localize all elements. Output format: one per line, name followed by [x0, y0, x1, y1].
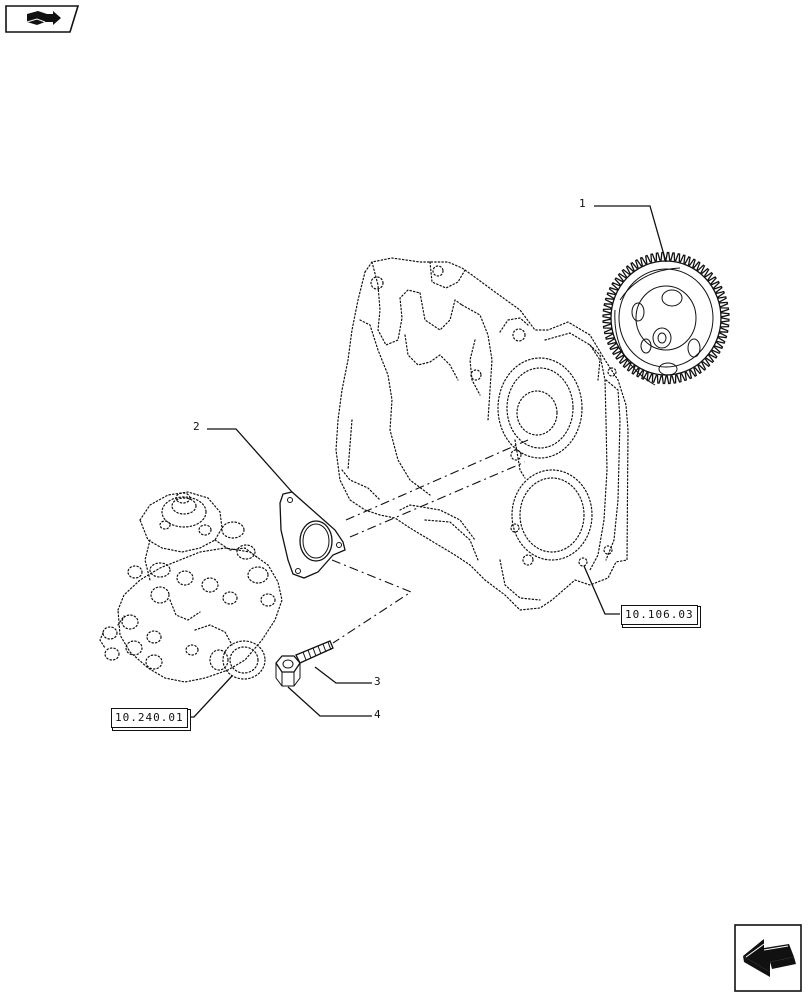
reference-link[interactable]: 10.106.03	[621, 605, 698, 625]
injection-pump	[99, 491, 283, 683]
callout-number[interactable]: 3	[374, 675, 381, 688]
callout-number[interactable]: 1	[579, 197, 586, 210]
gear-housing	[335, 257, 629, 611]
gasket-plate	[279, 491, 346, 579]
book-arrow-icon[interactable]	[5, 5, 79, 33]
next-page-arrow-icon[interactable]	[734, 924, 802, 992]
reference-link[interactable]: 10.240.01	[111, 708, 188, 728]
stud-and-nut	[275, 640, 334, 687]
leader-lines	[183, 205, 667, 718]
assembly-centerlines	[331, 439, 529, 644]
callout-number[interactable]: 4	[374, 708, 381, 721]
callout-number[interactable]: 2	[193, 420, 200, 433]
pump-gear	[602, 251, 730, 386]
